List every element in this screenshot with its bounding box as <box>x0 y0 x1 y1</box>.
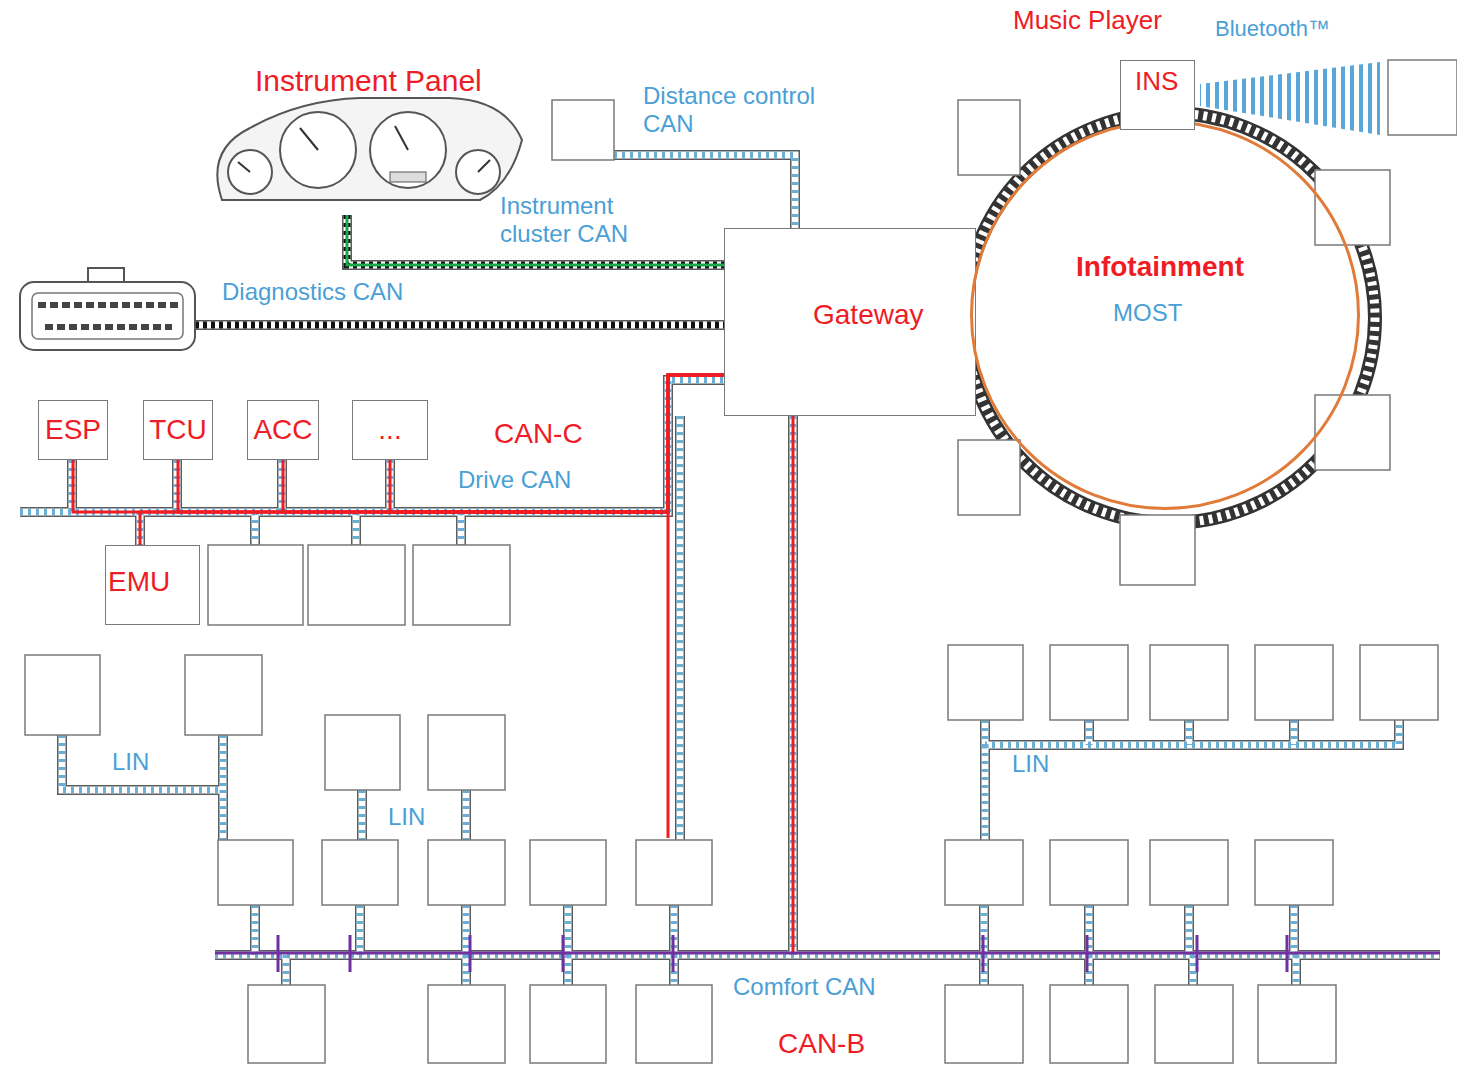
bus-connector <box>73 375 724 512</box>
ecu-box: TCU <box>143 400 213 460</box>
bus-label: Distance control CAN <box>643 82 848 137</box>
bus-label: Bluetooth™ <box>1215 16 1330 41</box>
node-text: Gateway <box>813 299 924 331</box>
ecu-box: ... <box>352 400 428 460</box>
infotainment-circle: InfotainmentMOST <box>970 120 1360 510</box>
bus-connector <box>178 375 724 512</box>
node-text: Infotainment <box>1076 251 1244 283</box>
node-text: ACC <box>253 414 312 446</box>
bus-label: LIN <box>112 748 149 776</box>
node-text: EMU <box>108 566 170 598</box>
ecu-box: EMU <box>105 545 200 625</box>
bus-label: Music Player <box>1013 6 1162 36</box>
node-text: TCU <box>149 414 207 446</box>
node-text: MOST <box>1113 299 1182 327</box>
bus-label: Instrument cluster CAN <box>500 192 672 247</box>
bus-label: Drive CAN <box>458 466 571 494</box>
bus-label: Comfort CAN <box>733 973 876 1001</box>
bus-connector <box>283 375 724 512</box>
node-text: INS <box>1135 67 1178 97</box>
node-text: ESP <box>45 414 101 446</box>
bus-label: CAN-C <box>494 418 583 450</box>
node-text: Instrument Panel <box>255 64 482 99</box>
bus-connector <box>140 375 724 545</box>
instrument-panel: Instrument Panel <box>205 60 565 215</box>
bus-label: CAN-B <box>778 1028 865 1060</box>
bus-label: LIN <box>388 803 425 831</box>
bus-label: Diagnostics CAN <box>222 278 403 306</box>
ins-box: INS <box>1120 60 1195 130</box>
bus-connector <box>390 375 724 512</box>
ecu-box: ACC <box>247 400 319 460</box>
gateway-box: Gateway <box>724 228 976 416</box>
bus-label: LIN <box>1012 750 1049 778</box>
ecu-box: ESP <box>38 400 108 460</box>
node-text: ... <box>378 414 401 446</box>
